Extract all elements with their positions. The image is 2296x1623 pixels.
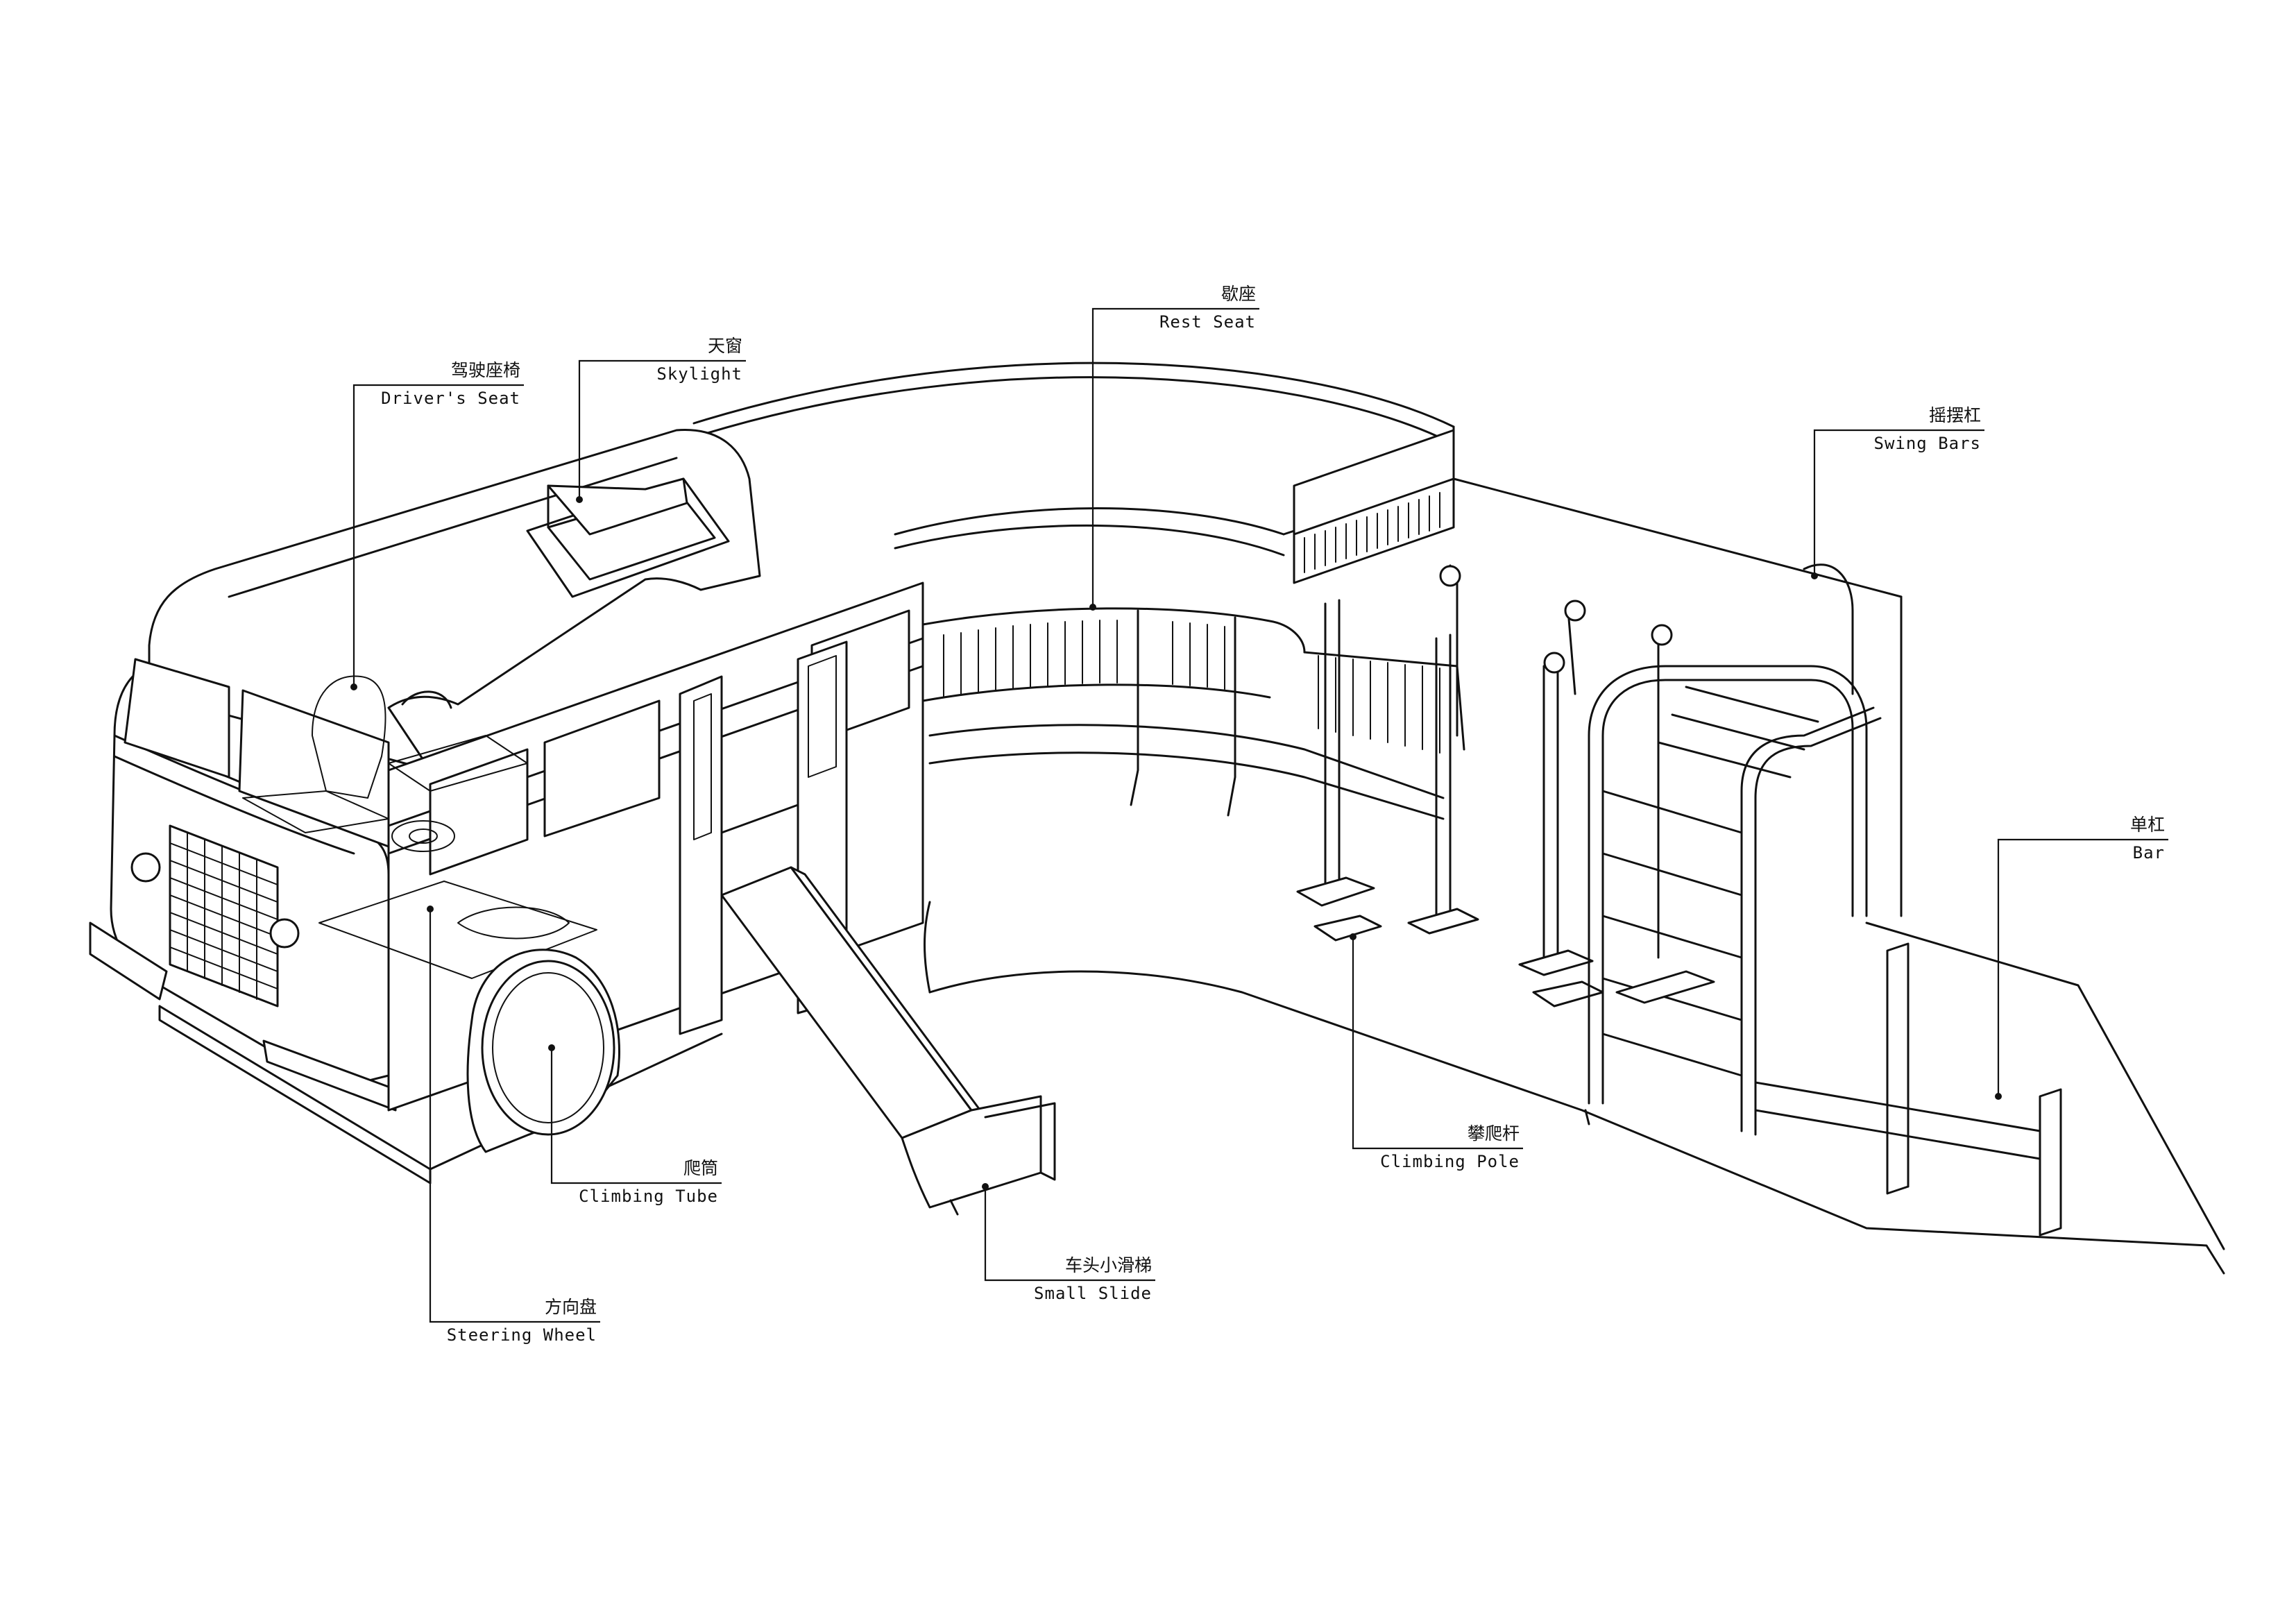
callout-skylight: 天窗 Skylight bbox=[656, 336, 742, 384]
leader-lines bbox=[350, 307, 2168, 1323]
swing-bars bbox=[1588, 563, 1882, 1136]
steering-wheel-label-zh: 方向盘 bbox=[545, 1297, 597, 1317]
swing-bars-label-en: Swing Bars bbox=[1874, 434, 1982, 453]
drivers-seat-label-zh: 驾驶座椅 bbox=[451, 360, 520, 380]
climbing-pole bbox=[1532, 624, 1673, 1008]
climbing-tube bbox=[466, 949, 620, 1153]
single-bar bbox=[1754, 942, 2062, 1237]
climbing-tube-label-en: Climbing Tube bbox=[579, 1187, 718, 1206]
drivers-seat-label-en: Driver's Seat bbox=[381, 389, 520, 408]
climbing-pole bbox=[1518, 600, 1594, 976]
callout-climbing-pole: 攀爬杆 Climbing Pole bbox=[1380, 1123, 1520, 1171]
skylight-label-en: Skylight bbox=[656, 364, 742, 384]
steering-wheel bbox=[391, 820, 455, 852]
climbing-pole-label-en: Climbing Pole bbox=[1380, 1152, 1520, 1171]
climbing-poles bbox=[1296, 564, 1673, 1008]
bus-door bbox=[679, 640, 848, 1035]
small-slide-label-en: Small Slide bbox=[1034, 1284, 1152, 1303]
curved-canopy bbox=[692, 362, 1903, 917]
drivers-seat bbox=[242, 675, 528, 833]
callout-small-slide: 车头小滑梯 Small Slide bbox=[1034, 1255, 1152, 1303]
climbing-pole bbox=[1296, 599, 1382, 942]
bar-label-zh: 单杠 bbox=[2130, 815, 2165, 835]
callout-steering-wheel: 方向盘 Steering Wheel bbox=[447, 1297, 597, 1345]
skylight-label-zh: 天窗 bbox=[708, 336, 742, 356]
front-grille bbox=[169, 824, 279, 1008]
rest-seat bbox=[921, 607, 1465, 820]
climbing-pole bbox=[1407, 564, 1479, 935]
callout-bar: 单杠 Bar bbox=[2130, 815, 2165, 863]
bar-label-en: Bar bbox=[2133, 843, 2165, 863]
climbing-tube-label-zh: 爬筒 bbox=[683, 1158, 718, 1178]
small-slide-label-zh: 车头小滑梯 bbox=[1065, 1255, 1152, 1275]
skylight-hatch bbox=[526, 477, 730, 598]
small-slide bbox=[720, 866, 1056, 1216]
steering-wheel-label-en: Steering Wheel bbox=[447, 1325, 597, 1345]
climbing-pole-label-zh: 攀爬杆 bbox=[1468, 1123, 1520, 1144]
callout-swing-bars: 摇摆杠 Swing Bars bbox=[1874, 405, 1982, 453]
rest-seat-label-zh: 歇座 bbox=[1221, 284, 1256, 304]
swing-bars-label-zh: 摇摆杠 bbox=[1929, 405, 1981, 425]
rest-seat-label-en: Rest Seat bbox=[1159, 312, 1256, 332]
callout-rest-seat: 歇座 Rest Seat bbox=[1159, 284, 1256, 332]
callout-drivers-seat: 驾驶座椅 Driver's Seat bbox=[381, 360, 520, 408]
callout-climbing-tube: 爬筒 Climbing Tube bbox=[579, 1158, 718, 1206]
